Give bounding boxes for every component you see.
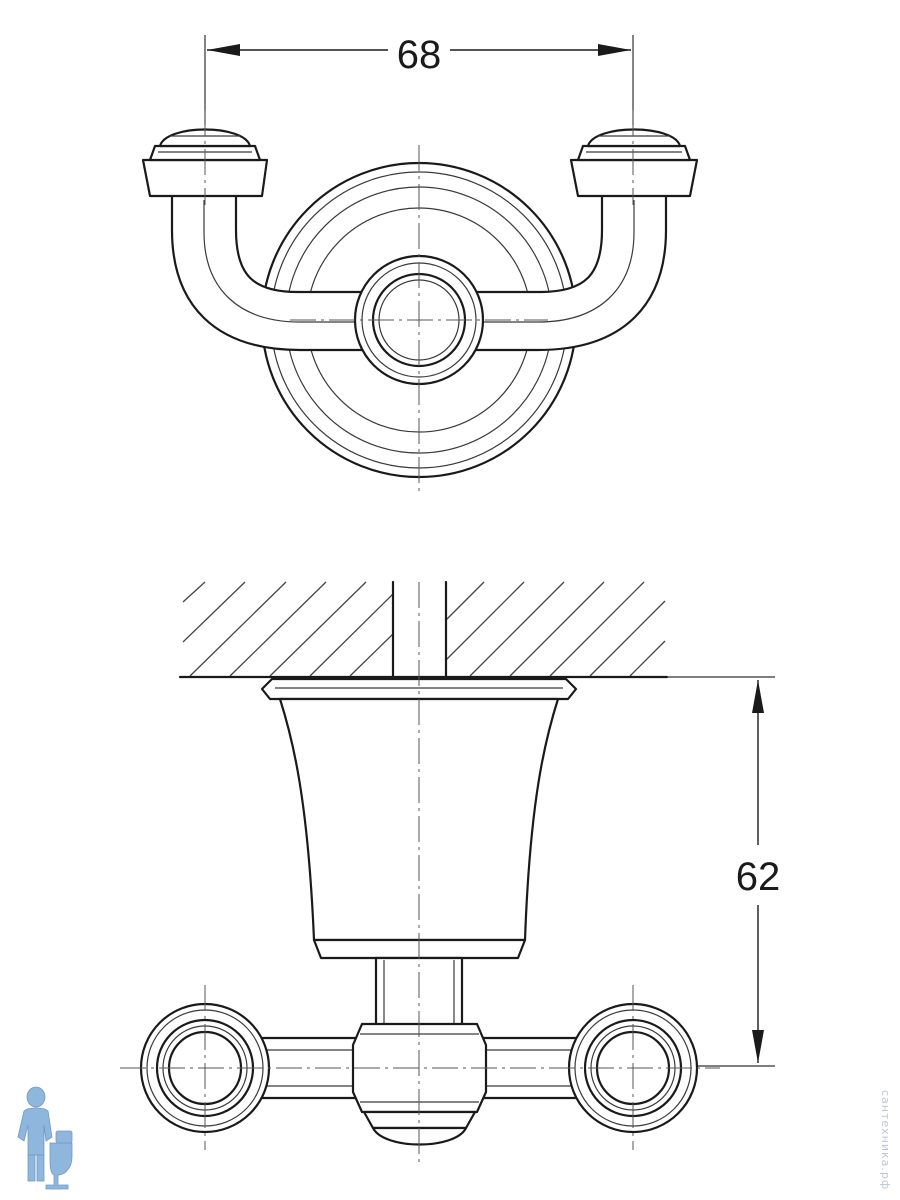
width-dimension-label: 68 bbox=[397, 33, 442, 77]
top-view: 68 bbox=[141, 33, 699, 495]
left-knob bbox=[141, 128, 269, 198]
side-view: 62 bbox=[120, 580, 781, 1165]
height-dimension-label: 62 bbox=[736, 855, 781, 899]
width-dimension-line bbox=[207, 44, 631, 56]
wall-hatch bbox=[178, 580, 669, 679]
watermark-text: сантехника.рф bbox=[879, 1090, 892, 1191]
height-dimension-line bbox=[752, 680, 764, 1063]
right-knob bbox=[569, 128, 699, 198]
wall-flange bbox=[260, 677, 578, 701]
plumber-logo-icon bbox=[17, 1086, 73, 1190]
